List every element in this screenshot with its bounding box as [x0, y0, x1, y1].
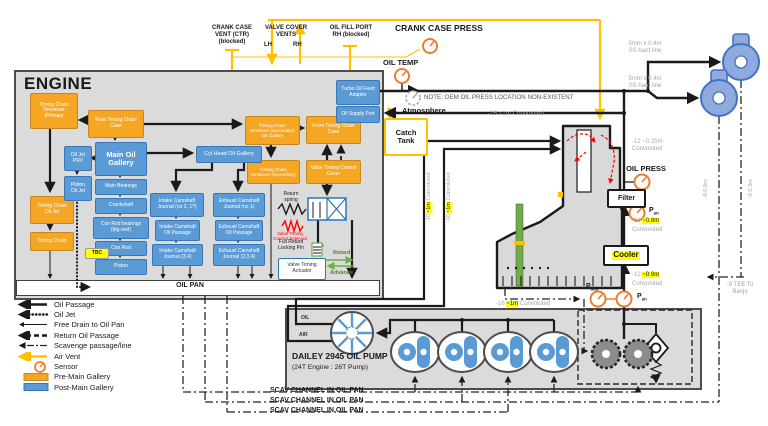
legend-label: Pre-Main Gallery — [54, 372, 111, 382]
oem-oil-press-sensor-icon — [405, 90, 421, 106]
conv-10-vert-label: -10 ~1m Convoluted — [426, 172, 432, 222]
conv-025-label: -12 ~0.25m Convoluted — [632, 139, 663, 152]
turbocharger-icons — [700, 33, 760, 117]
p-abs-label: Pabs — [586, 283, 599, 292]
oem-note-label: NOTE: OEM OIL PRESS LOCATION NON-EXISTEN… — [424, 94, 574, 101]
box-tbc: TBC — [85, 248, 109, 259]
oil-press-sensor-icon — [633, 173, 651, 191]
scav-channel-1-label: SCAV CHANNEL IN OIL PAN — [270, 387, 364, 394]
legend-label: Free Drain to Oil Pan — [54, 320, 125, 330]
pump-spec-label: (24T Engine : 26T Pump) — [292, 364, 369, 371]
box-valve-timing-actuator: Valve Timing Actuator — [278, 258, 326, 280]
legend-label: Post-Main Gallery — [54, 382, 114, 392]
lh-label: LH — [264, 42, 272, 48]
p-an-cooler-label: Pan — [637, 293, 647, 302]
conv-09-label: -12 ~0.9m — [632, 272, 660, 278]
crank-case-vent-label: CRANK CASE VENT (CTR) (blocked) — [211, 25, 252, 45]
oil-press-label: OIL PRESS — [626, 164, 666, 173]
engine-title: ENGINE — [24, 74, 93, 93]
legend-oil-jet: Oil Jet — [12, 309, 187, 320]
crank-case-press-label: CRANK CASE PRESS — [395, 23, 483, 33]
pump-air-label: AIR — [299, 332, 308, 338]
box-exhaust-camshaft-oil-passage: Exhaust Camshaft Oil Passage — [215, 220, 263, 241]
advance-label: Advance — [330, 270, 353, 276]
legend-label: Air Vent — [54, 351, 81, 361]
box-intake-camshaft-journal-2: Intake Camshaft Journal (3,4) — [152, 244, 203, 266]
rh-label: RH — [293, 42, 302, 48]
valve-cover-vents-label: VALVE COVER VENTS — [264, 25, 308, 38]
conv-16-top-label: -16 ~1m Convoluted — [488, 110, 544, 117]
oil-pan-label: OIL PAN — [176, 282, 204, 289]
box-con-rod-bearings: Con Rod bearings (big-end) — [93, 217, 149, 239]
hard-line-1-label: 5mm x 0.4m SS hard line — [628, 41, 662, 54]
conv-16-bottom-label: -16 ~1m Convoluted — [496, 301, 551, 307]
legend-return-oil: Return Oil Passage — [12, 330, 187, 340]
box-timing-chain-tensioner-primary: Timing Chain Tensioner [Primary — [30, 93, 78, 129]
box-oil-jet-prv: Oil Jet PRV — [64, 146, 92, 171]
oil-fill-port-label: OIL FILL PORT RH (blocked) — [329, 25, 373, 38]
oil-temp-sensor-icon — [394, 68, 410, 84]
p-an-cooler-sensor-icon — [615, 290, 633, 308]
oil-temp-label: OIL TEMP — [383, 58, 419, 67]
return-spring-label: Return spring — [283, 191, 299, 203]
scav-channel-2-label: SCAV CHANNEL IN OIL PAN — [270, 397, 364, 404]
legend-label: Return Oil Passage — [54, 330, 120, 340]
p-abs-sensor-icon — [589, 290, 607, 308]
legend-pre-main-gallery: Pre-Main Gallery — [12, 372, 187, 382]
scav-channel-3-label: SCAV CHANNEL IN OIL PAN — [270, 407, 364, 414]
box-intake-camshaft-oil-passage: Intake Camshaft Oil Passage — [155, 220, 200, 241]
level-gauge-bar — [515, 203, 524, 287]
box-timing-chain-tensioner-secondary: Timing Chain tensioner (secondary) — [247, 160, 300, 184]
atmosphere-label: Atmosphere — [402, 106, 446, 115]
legend-sensor: Sensor — [12, 360, 187, 373]
conv-08-word: Convoluted — [632, 227, 663, 233]
legend-post-main-gallery: Post-Main Gallery — [12, 382, 187, 392]
pump-oil-label: OIL — [301, 315, 310, 321]
legend-label: Oil Jet — [54, 310, 76, 320]
box-crankshaft: Crankshaft — [95, 198, 147, 214]
box-timing-chain-tensioner-secondary-oil-gallery: Timing Chain tensioner (secondary) Oil G… — [245, 116, 300, 145]
legend-label: Scavenge passage/line — [54, 341, 132, 351]
box-exhaust-camshaft-journal-2: Exhaust Camshaft Journal (2,3,4) — [213, 244, 265, 266]
crank-case-press-sensor-icon — [422, 38, 438, 54]
box-piston-oil-jet: Piston Oil Jet — [64, 176, 92, 201]
filter-box: Filter — [607, 189, 646, 208]
legend: Oil Passage Oil Jet Free Drain to Oil Pa… — [12, 299, 187, 393]
box-timing-chain: Timing Chain — [30, 232, 74, 251]
legend-label: Sensor — [54, 362, 78, 372]
legend-oil-passage: Oil Passage — [12, 299, 187, 309]
box-turbo-oil-feed-adaptor: Turbo Oil Feed Adaptor — [336, 80, 380, 105]
conv-16-vert-label: -16 ~1m Convoluted — [446, 172, 452, 222]
catch-tank-box: Catch Tank — [384, 118, 428, 156]
box-intake-camshaft-journal-1: Intake Camshaft Journal (no 2, 1?) — [150, 193, 204, 217]
conv-08-label: -12 ~0.8m — [632, 218, 660, 224]
legend-air-vent: Air Vent — [12, 351, 187, 361]
line-8-08-label: -8 0.8m — [703, 179, 709, 198]
retard-label: Retard — [333, 250, 351, 256]
tee-banjo-label: -8 TEE To Banjo — [726, 282, 754, 295]
locking-pin-label: Full Retard Locking Pin — [278, 239, 304, 251]
box-oil-supply-port: Oil Supply Port — [336, 106, 380, 123]
box-cyl-head-oil-gallery: Cyl Head Oil Gallery — [196, 146, 262, 163]
legend-free-drain: Free Drain to Oil Pan — [12, 320, 187, 330]
hard-line-2-label: 5mm x 0.4m SS hard line — [628, 76, 662, 89]
p-an-filter-label: Pan — [649, 207, 659, 216]
box-rear-timing-chain-case: Rear Timing Chain Case — [88, 110, 144, 138]
legend-scavenge: Scavenge passage/line — [12, 341, 187, 351]
air-flow-arrows — [566, 133, 615, 185]
box-piston: Piston — [95, 259, 147, 275]
sensor-icon — [34, 360, 46, 373]
box-valve-timing-control-cover: Valve Timing Control Cover — [306, 160, 361, 184]
box-main-bearings: Main Bearings — [95, 179, 147, 195]
box-main-oil-gallery: Main Oil Gallery — [95, 142, 147, 176]
sensor-icons — [394, 38, 651, 308]
cooler-box: Cooler — [603, 245, 649, 266]
conv-09-word: Convoluted — [632, 281, 663, 287]
oil-pump-panel — [285, 308, 702, 390]
box-exhaust-camshaft-journal-1: Exhaust Camshaft Journal (no 1) — [213, 193, 265, 217]
pump-name-label: DAILEY 2945 OIL PUMP — [292, 351, 388, 361]
legend-label: Oil Passage — [54, 299, 95, 309]
line-8-03-label: -8 0.3m — [748, 179, 754, 198]
